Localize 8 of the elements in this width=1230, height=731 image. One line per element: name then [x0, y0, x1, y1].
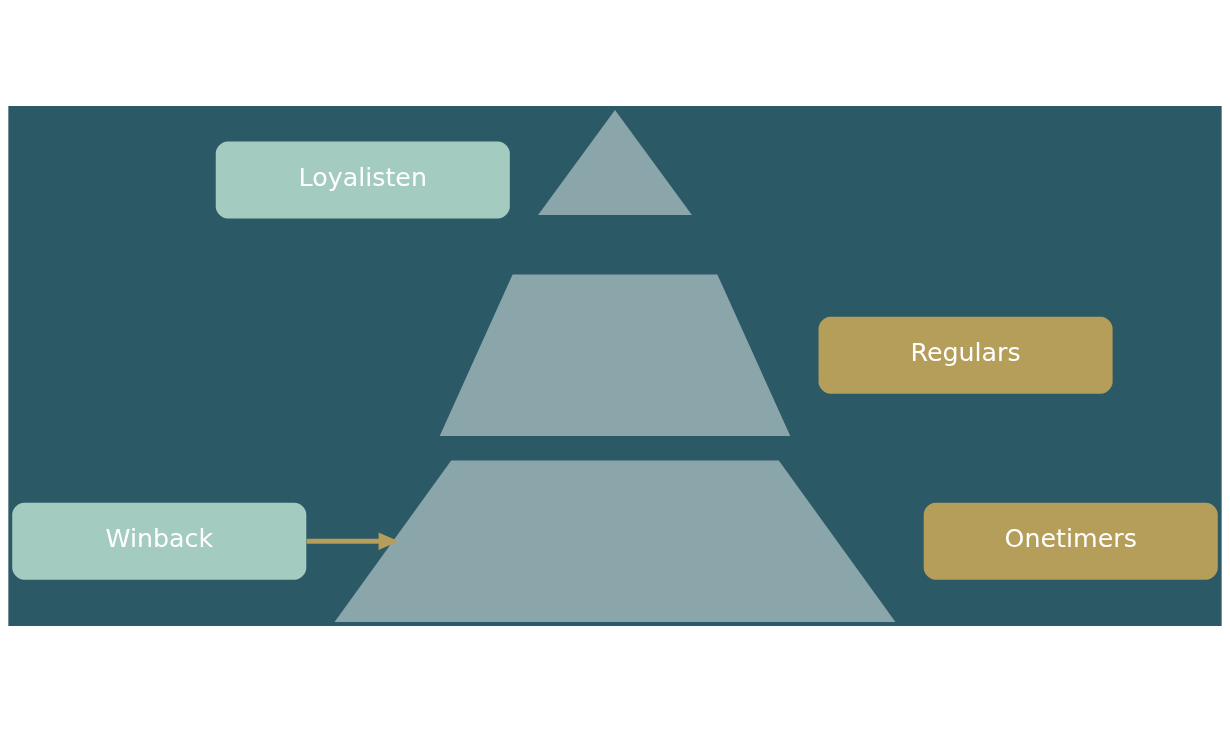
node-box: Winback [12, 502, 307, 580]
node-trapezium [334, 459, 896, 622]
node-box: Regulars [818, 316, 1113, 394]
arrow [306, 531, 399, 550]
node-box: Onetimers [923, 502, 1218, 580]
node-triangle [538, 109, 692, 215]
node-trapezium [439, 273, 791, 436]
node-box: Loyalisten [215, 141, 510, 218]
